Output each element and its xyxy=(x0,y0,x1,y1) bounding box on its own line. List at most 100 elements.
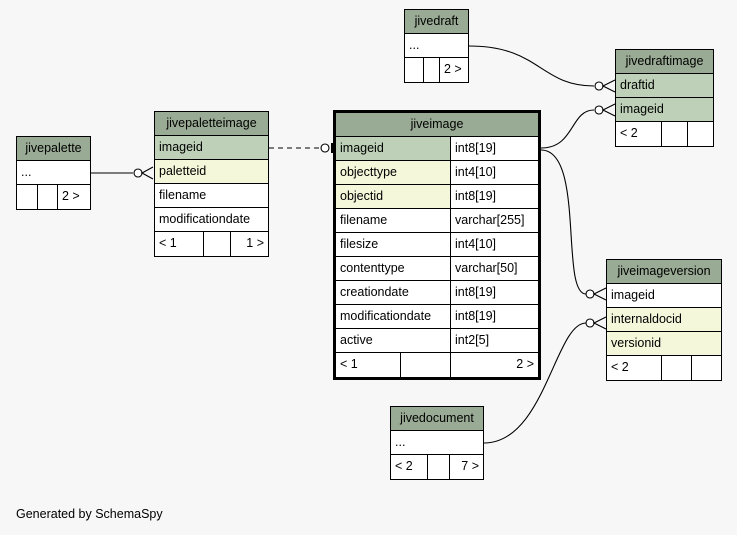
nav-spacer xyxy=(661,356,691,380)
column-internaldocid: internaldocid xyxy=(607,308,721,332)
table-header: jivepaletteimage xyxy=(155,112,268,136)
table-name: jivedraftimage xyxy=(625,54,704,68)
table-jivedraftimage[interactable]: jivedraftimage draftid imageid < 2 xyxy=(615,49,714,147)
table-nav: 2 > xyxy=(405,58,468,82)
column-type: int8[19] xyxy=(450,185,538,208)
column-type: int8[19] xyxy=(450,137,538,160)
nav-children xyxy=(691,356,721,380)
column-name: active xyxy=(340,333,373,347)
table-name: jiveimageversion xyxy=(617,264,711,278)
nav-parents xyxy=(17,185,37,209)
table-nav: < 1 2 > xyxy=(336,353,538,377)
table-jivepaletteimage[interactable]: jivepaletteimage imageid paletteid filen… xyxy=(154,111,269,257)
column-objectid: objectid int8[19] xyxy=(336,185,538,209)
column-name: imageid xyxy=(340,141,384,155)
rel-image-imageversion xyxy=(540,149,587,295)
nav-parents[interactable]: < 2 xyxy=(620,126,638,140)
nav-spacer xyxy=(400,353,450,377)
table-name: jiveimage xyxy=(410,117,464,131)
column-imageid: imageid int8[19] xyxy=(336,137,538,161)
column-name: modificationdate xyxy=(340,309,432,323)
column-modificationdate: modificationdate int8[19] xyxy=(336,305,538,329)
column-type: int8[19] xyxy=(450,281,538,304)
table-header: jiveimage xyxy=(336,113,538,137)
column-creationdate: creationdate int8[19] xyxy=(336,281,538,305)
nav-children[interactable]: 2 > xyxy=(450,353,538,377)
column-type: int4[10] xyxy=(450,233,538,256)
column-objecttype: objecttype int4[10] xyxy=(336,161,538,185)
nav-children[interactable]: 2 > xyxy=(439,58,468,82)
column-name: creationdate xyxy=(340,285,409,299)
column-name: objectid xyxy=(340,189,384,203)
column-ellipsis: ... xyxy=(405,34,468,58)
nav-spacer xyxy=(423,58,439,82)
table-header: jivedraft xyxy=(405,10,468,34)
nav-spacer xyxy=(661,122,687,146)
rel-crowfoot xyxy=(601,103,616,117)
column-ellipsis: ... xyxy=(17,161,90,185)
column-paletteid: paletteid xyxy=(155,160,268,184)
column-type: varchar[255] xyxy=(450,209,538,232)
nav-parents[interactable]: < 2 xyxy=(395,459,413,473)
table-header: jivepalette xyxy=(17,137,90,161)
column-type: int2[5] xyxy=(450,329,538,352)
nav-spacer xyxy=(37,185,57,209)
column-contenttype: contenttype varchar[50] xyxy=(336,257,538,281)
nav-children[interactable]: 1 > xyxy=(230,232,268,256)
table-nav: < 2 7 > xyxy=(391,455,483,479)
table-name: jivepalette xyxy=(25,141,82,155)
rel-draft-draftimage xyxy=(468,45,595,87)
column-type: varchar[50] xyxy=(450,257,538,280)
column-active: active int2[5] xyxy=(336,329,538,353)
nav-parents xyxy=(405,58,423,82)
rel-crowfoot xyxy=(601,79,616,93)
rel-crowfoot xyxy=(592,287,607,301)
table-name: jivedraft xyxy=(414,14,459,28)
rel-image-draftimage xyxy=(540,109,595,149)
column-modificationdate: modificationdate xyxy=(155,208,268,232)
column-imageid: imageid xyxy=(607,284,721,308)
nav-spacer xyxy=(203,232,230,256)
nav-parents[interactable]: < 2 xyxy=(611,360,629,374)
table-name: jivedocument xyxy=(400,411,474,425)
table-nav: < 2 xyxy=(607,356,721,380)
column-imageid: imageid xyxy=(616,98,713,122)
nav-children[interactable]: 2 > xyxy=(57,185,90,209)
table-name: jivepaletteimage xyxy=(166,116,257,130)
nav-spacer xyxy=(427,455,449,479)
rel-end-circle xyxy=(133,168,143,178)
table-nav: < 2 xyxy=(616,122,713,146)
column-imageid: imageid xyxy=(155,136,268,160)
column-name: filesize xyxy=(340,237,379,251)
column-filesize: filesize int4[10] xyxy=(336,233,538,257)
rel-end-circle xyxy=(594,81,604,91)
rel-crowfoot xyxy=(592,316,607,330)
column-name: objecttype xyxy=(340,165,397,179)
table-header: jivedocument xyxy=(391,407,483,431)
table-jiveimage[interactable]: jiveimage imageid int8[19] objecttype int4… xyxy=(333,110,541,380)
nav-children xyxy=(687,122,713,146)
column-draftid: draftid xyxy=(616,74,713,98)
rel-crowfoot xyxy=(140,166,154,180)
nav-parents[interactable]: < 1 xyxy=(159,236,177,250)
table-nav: < 1 1 > xyxy=(155,232,268,256)
table-jivepalette[interactable]: jivepalette ... 2 > xyxy=(16,136,91,210)
table-jivedocument[interactable]: jivedocument ... < 2 7 > xyxy=(390,406,484,480)
column-type: int4[10] xyxy=(450,161,538,184)
column-type: int8[19] xyxy=(450,305,538,328)
rel-end-circle xyxy=(594,105,604,115)
nav-parents[interactable]: < 1 xyxy=(340,357,358,371)
nav-children[interactable]: 7 > xyxy=(449,455,483,479)
rel-end-circle xyxy=(320,143,330,153)
table-nav: 2 > xyxy=(17,185,90,209)
column-ellipsis: ... xyxy=(391,431,483,455)
column-name: contenttype xyxy=(340,261,405,275)
rel-end-circle xyxy=(585,318,595,328)
footer-credit: Generated by SchemaSpy xyxy=(16,507,163,521)
table-header: jiveimageversion xyxy=(607,260,721,284)
table-jiveimageversion[interactable]: jiveimageversion imageid internaldocid v… xyxy=(606,259,722,381)
table-jivedraft[interactable]: jivedraft ... 2 > xyxy=(404,9,469,83)
rel-end-circle xyxy=(585,289,595,299)
column-versionid: versionid xyxy=(607,332,721,356)
